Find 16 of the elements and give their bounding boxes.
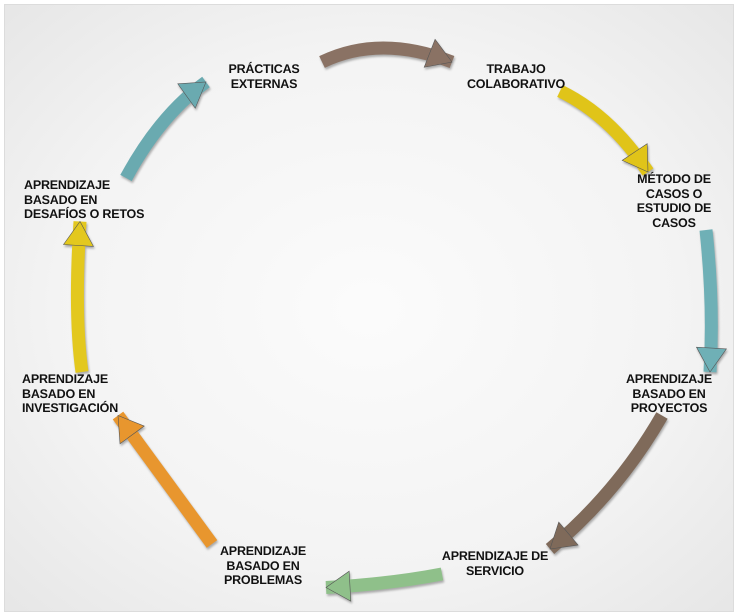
step-label: APRENDIZAJE DE SERVICIO [440, 549, 550, 578]
arrow [319, 39, 454, 68]
arrow [120, 76, 210, 182]
step-label: MÉTODO DE CASOS O ESTUDIO DE CASOS [636, 172, 712, 230]
arrow [696, 229, 727, 372]
step-label: APRENDIZAJE BASADO EN INVESTIGACIÓN [22, 372, 120, 416]
step-label: APRENDIZAJE BASADO EN PROYECTOS [624, 372, 713, 416]
step-label: PRÁCTICAS EXTERNAS [227, 62, 301, 91]
arrow [63, 221, 94, 373]
step-label: TRABAJO COLABORATIVO [466, 62, 566, 91]
step-label: APRENDIZAJE BASADO EN DESAFÍOS O RETOS [24, 178, 146, 222]
step-label: APRENDIZAJE BASADO EN PROBLEMAS [218, 544, 307, 588]
arrow [326, 568, 444, 602]
arrow [557, 85, 654, 176]
arrow [112, 412, 218, 548]
arrow [546, 412, 668, 554]
